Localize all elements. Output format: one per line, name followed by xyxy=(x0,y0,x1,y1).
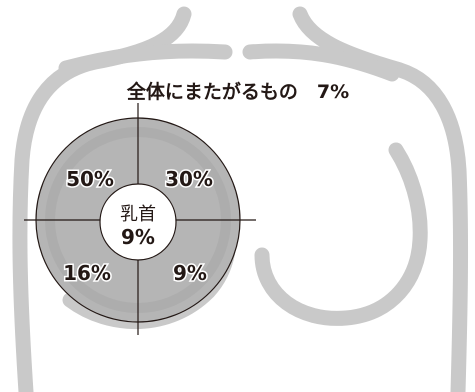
right-collarbone-line xyxy=(242,43,400,82)
quadrant-upper-outer-value: 50% xyxy=(66,167,114,191)
quadrant-lower-inner-value: 9% xyxy=(173,261,207,285)
right-breast-curve xyxy=(254,142,428,326)
quadrant-lower-outer-value: 16% xyxy=(63,261,111,285)
left-collarbone-line xyxy=(58,43,233,76)
diagram-title: 全体にまたがるもの 7% xyxy=(126,80,349,103)
nipple-value: 9% xyxy=(121,225,155,249)
right-neck-shoulder-line xyxy=(292,6,469,392)
nipple-circle xyxy=(99,183,177,261)
quadrant-upper-inner-value: 30% xyxy=(165,167,213,191)
nipple-label: 乳首 xyxy=(120,204,156,225)
breast-quadrant-circle xyxy=(24,103,256,335)
